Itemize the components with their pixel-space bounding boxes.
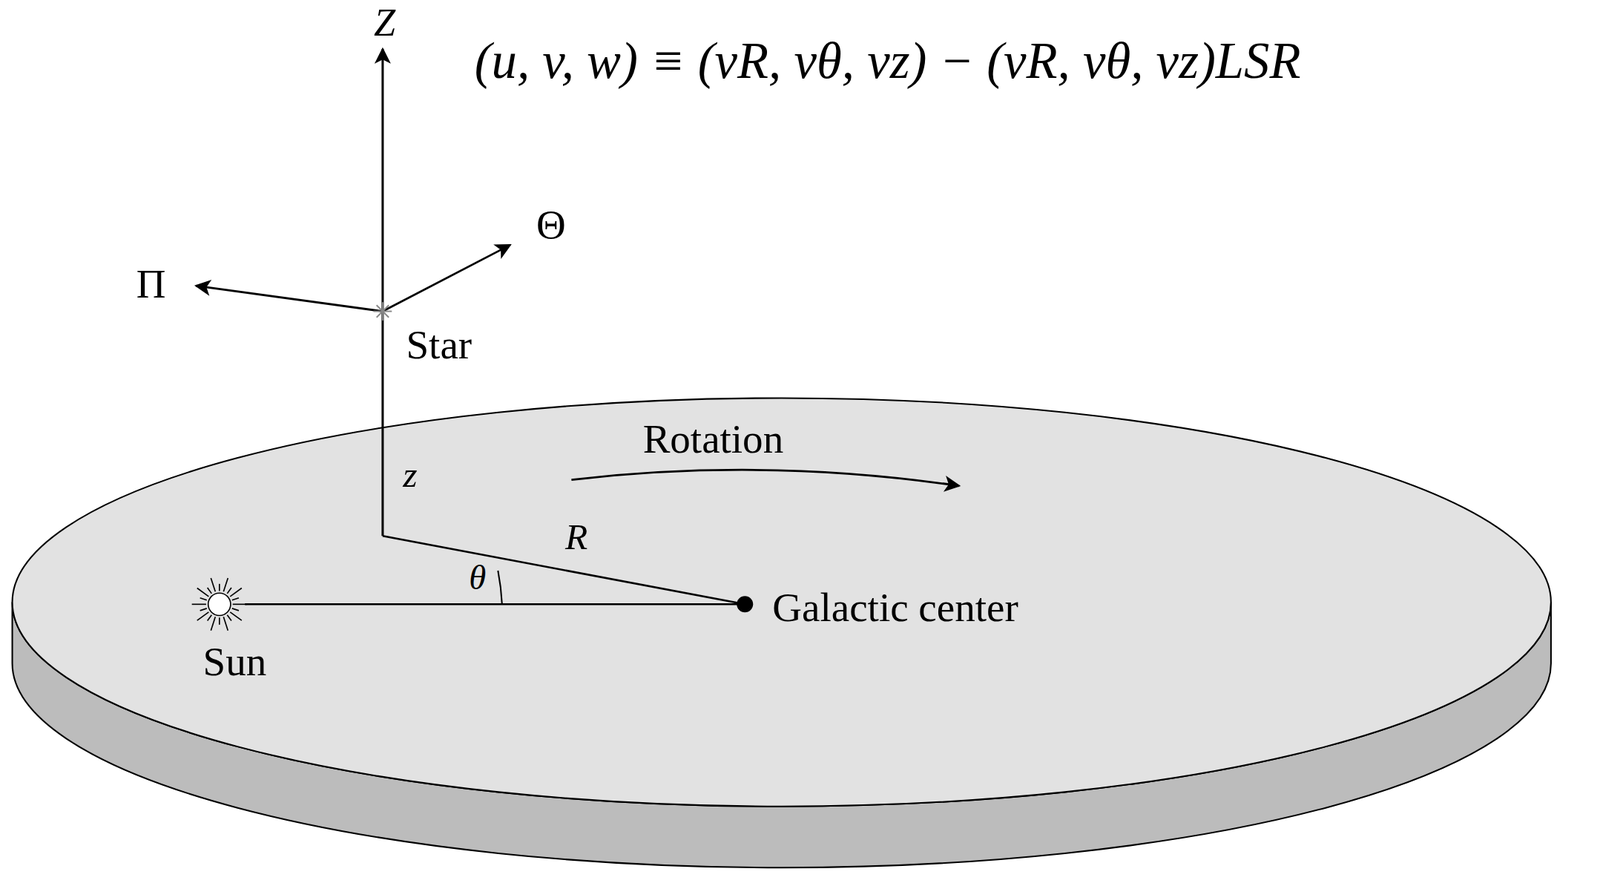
equation: (u, v, w) ≡ (vR, vθ, vz) − (vR, vθ, vz)L…	[474, 35, 1302, 87]
radius-line	[382, 535, 745, 604]
angle-label: θ	[468, 560, 486, 595]
sun-ray	[232, 608, 239, 611]
sun-ray	[226, 587, 232, 594]
sun-ray	[207, 587, 213, 594]
sun-center-line	[244, 603, 745, 605]
sun-disc	[208, 592, 231, 615]
sun-ray	[200, 597, 207, 601]
sun-ray	[223, 616, 228, 630]
pi-vector	[195, 285, 383, 311]
sun-ray	[210, 577, 216, 592]
sun-ray	[226, 614, 232, 621]
angle-arc	[497, 570, 503, 604]
disk-face	[12, 397, 1552, 806]
sun-ray	[232, 597, 239, 601]
sun-ray	[218, 617, 221, 625]
sun-ray	[200, 608, 207, 611]
object-label: Star	[406, 324, 473, 365]
object-label: Galactic center	[772, 586, 1018, 628]
axis-label: Z	[373, 2, 396, 42]
star-symbol	[373, 301, 393, 321]
sun-ray	[192, 603, 207, 606]
sun-symbol	[192, 577, 248, 631]
coordinate-label: z	[402, 456, 417, 494]
theta-vector	[382, 244, 511, 311]
sun-ray	[197, 588, 210, 597]
coordinate-label: R	[565, 518, 588, 556]
z-axis	[381, 48, 384, 536]
sun-ray	[223, 577, 228, 592]
galactic-center-dot	[736, 595, 753, 612]
sun-ray	[229, 611, 242, 621]
sun-ray	[232, 603, 248, 606]
object-label: Sun	[203, 640, 268, 682]
sun-ray	[218, 583, 221, 592]
rotation-arrow	[571, 469, 960, 486]
rotation-label: Rotation	[643, 418, 785, 460]
sun-ray	[197, 611, 210, 621]
sun-ray	[207, 614, 213, 621]
vector-label: Θ	[536, 203, 566, 245]
sun-ray	[229, 588, 242, 597]
vector-label: Π	[136, 263, 167, 305]
sun-ray	[210, 616, 216, 630]
